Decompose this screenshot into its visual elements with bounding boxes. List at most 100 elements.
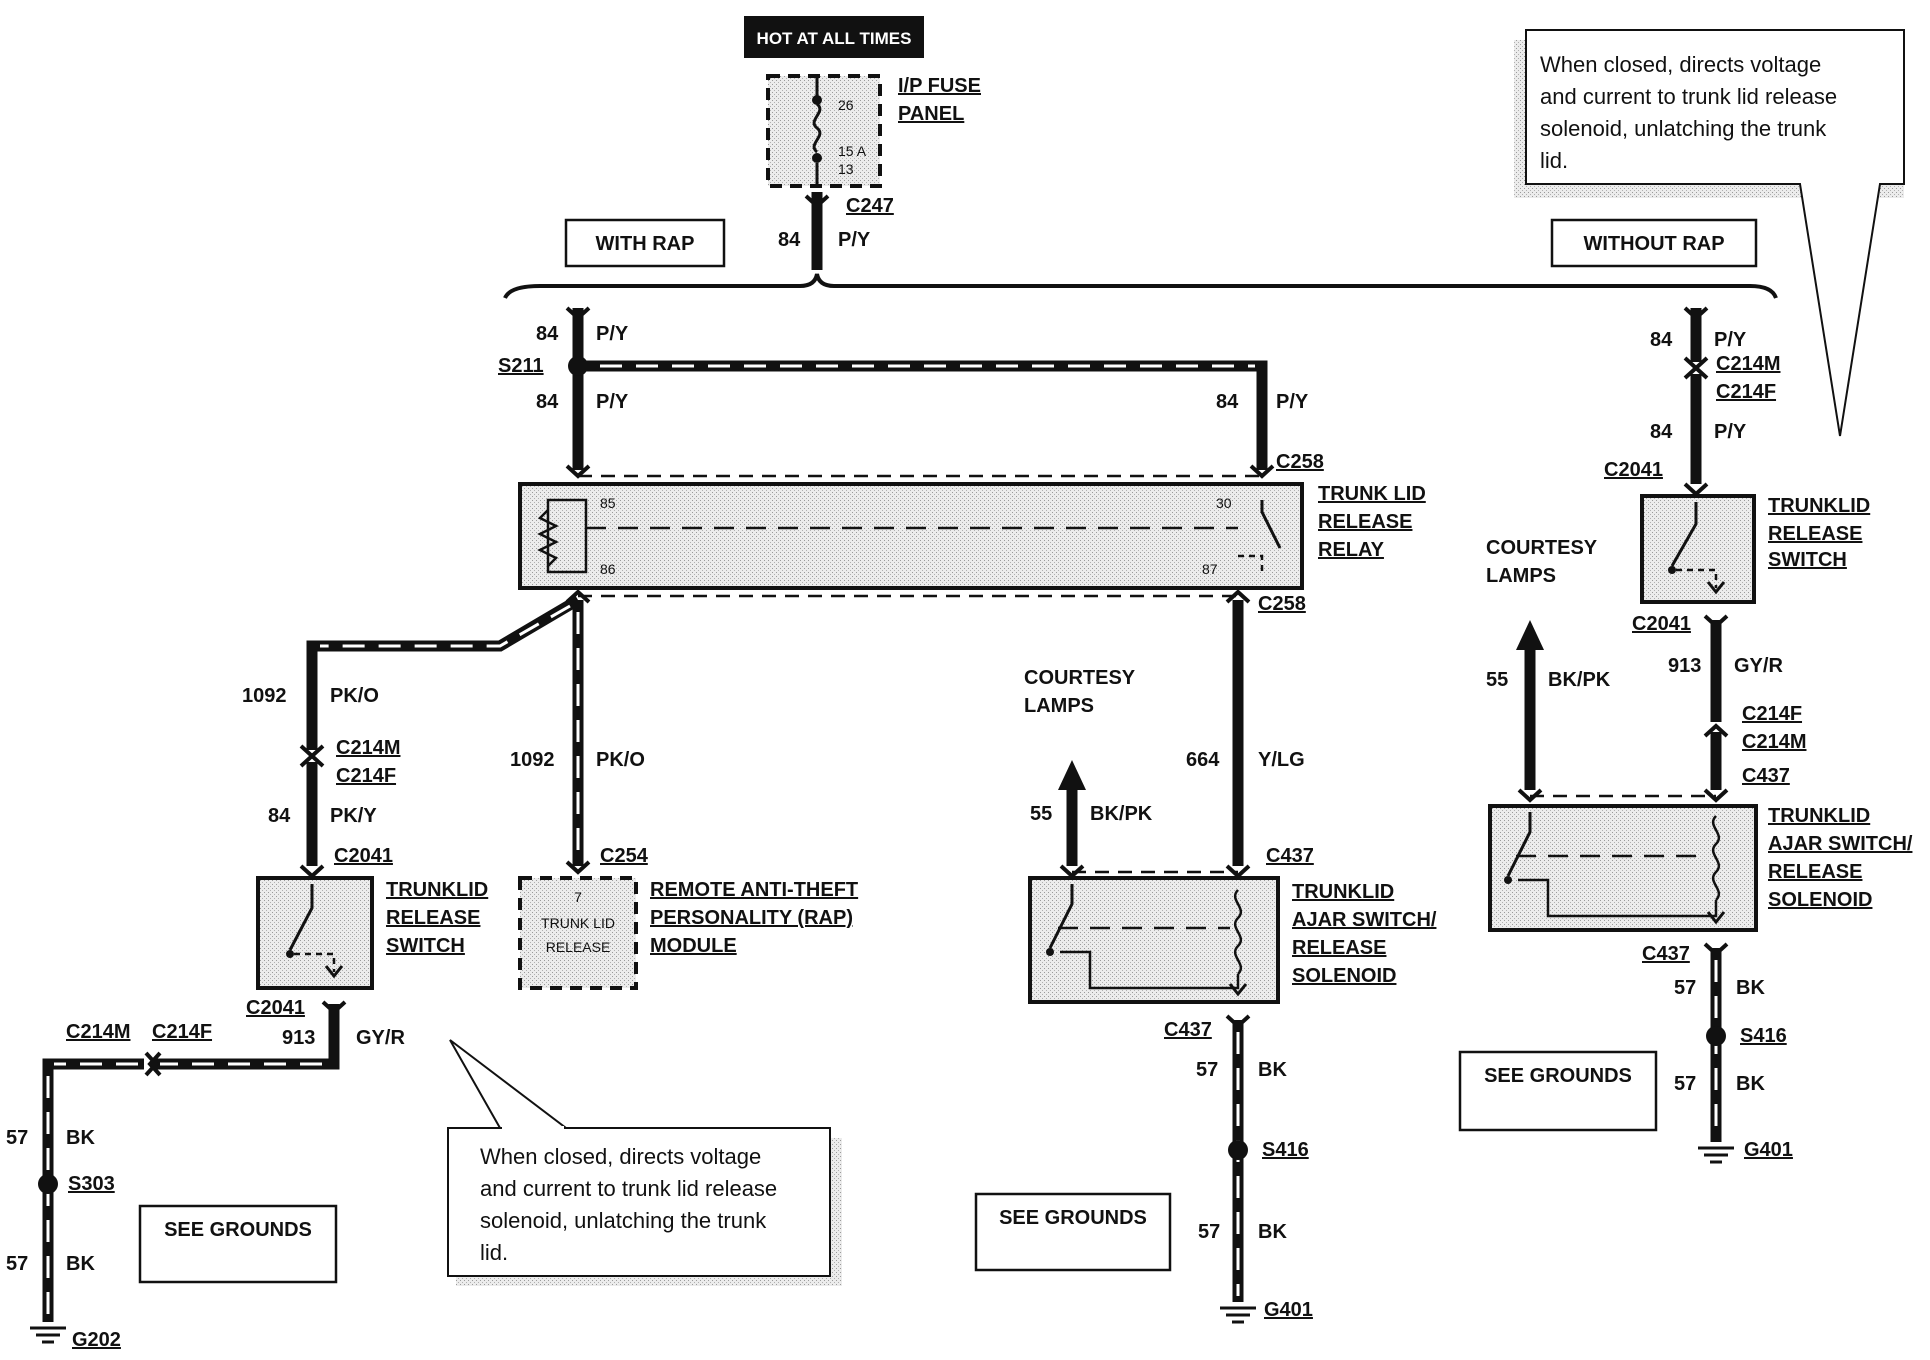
see-grounds-right[interactable]: SEE GROUNDS — [1458, 1050, 1658, 1132]
svg-text:G401: G401 — [1264, 1299, 1313, 1321]
ground-g202-icon — [30, 1326, 66, 1344]
svg-text:SOLENOID: SOLENOID — [1292, 965, 1396, 987]
svg-text:P/Y: P/Y — [838, 229, 871, 251]
svg-text:BK: BK — [1736, 1073, 1765, 1095]
svg-text:and current to trunk lid: and current to trunk lid release — [1540, 84, 1837, 109]
svg-text:BK: BK — [1736, 977, 1765, 999]
svg-text:C2041: C2041 — [334, 845, 393, 867]
trunklid-release-switch-left — [256, 876, 374, 990]
svg-text:C2041: C2041 — [1604, 459, 1663, 481]
svg-text:BK: BK — [66, 1253, 95, 1275]
svg-text:G202: G202 — [72, 1329, 121, 1351]
svg-text:84: 84 — [1216, 391, 1239, 413]
svg-text:P/Y: P/Y — [1714, 421, 1747, 443]
svg-text:C437: C437 — [1642, 943, 1690, 965]
svg-text:PK/O: PK/O — [330, 685, 379, 707]
see-grounds-left[interactable]: SEE GROUNDS — [138, 1204, 338, 1284]
trunklid-ajar-solenoid-right — [1488, 804, 1758, 932]
svg-text:S416: S416 — [1262, 1139, 1309, 1161]
svg-text:913: 913 — [282, 1027, 315, 1049]
svg-text:BK: BK — [1258, 1221, 1287, 1243]
svg-text:C214M: C214M — [1742, 731, 1806, 753]
svg-text:solenoid, unlatching the tr: solenoid, unlatching the trunk — [480, 1208, 767, 1233]
svg-text:1092: 1092 — [242, 685, 287, 707]
svg-text:S416: S416 — [1740, 1025, 1787, 1047]
svg-text:TRUNKLID: TRUNKLID — [1768, 495, 1870, 517]
svg-text:PERSONALITY (RAP): PERSONALITY (RAP) — [650, 907, 853, 929]
section-brace — [503, 273, 1778, 299]
svg-text:WITHOUT RAP: WITHOUT RAP — [1583, 233, 1724, 255]
svg-text:P/Y: P/Y — [596, 323, 629, 345]
svg-text:LAMPS: LAMPS — [1486, 565, 1556, 587]
svg-text:AJAR SWITCH/: AJAR SWITCH/ — [1768, 833, 1913, 855]
svg-text:84: 84 — [536, 323, 559, 345]
c247-label: C247 — [846, 195, 894, 217]
svg-text:TRUNK LID: TRUNK LID — [541, 915, 615, 931]
relay-name-2: RELEASE — [1318, 511, 1412, 533]
svg-text:30: 30 — [1216, 495, 1232, 511]
svg-text:RELEASE: RELEASE — [546, 939, 611, 955]
svg-text:PK/O: PK/O — [596, 749, 645, 771]
svg-text:PK/Y: PK/Y — [330, 805, 377, 827]
svg-text:MODULE: MODULE — [650, 935, 737, 957]
svg-text:13: 13 — [838, 161, 854, 177]
svg-text:When closed, directs voltag: When closed, directs voltage — [480, 1144, 761, 1169]
svg-text:SWITCH: SWITCH — [386, 935, 465, 957]
relay-name-3: RELAY — [1318, 539, 1385, 561]
courtesy-lamps-arrow-right-icon — [1516, 620, 1544, 650]
ground-g401-right-icon — [1698, 1146, 1734, 1164]
with-rap-box: WITH RAP — [564, 218, 726, 268]
rap-module: 7 TRUNK LID RELEASE — [518, 876, 638, 990]
svg-text:RELEASE: RELEASE — [1768, 861, 1862, 883]
see-grounds-mid[interactable]: SEE GROUNDS — [974, 1192, 1172, 1272]
splice-s303 — [38, 1174, 58, 1194]
trunklid-release-switch-right — [1640, 494, 1756, 604]
fuse-panel-name-2: PANEL — [898, 103, 964, 125]
fuse-panel-name-1: I/P FUSE — [898, 75, 981, 97]
splice-s416-mid — [1228, 1140, 1248, 1160]
relay-contact-icon — [1260, 500, 1282, 549]
svg-text:C437: C437 — [1164, 1019, 1212, 1041]
svg-text:lid.: lid. — [480, 1240, 508, 1265]
svg-text:C2041: C2041 — [1632, 613, 1691, 635]
relay-coil-icon — [537, 509, 559, 567]
svg-text:1092: 1092 — [510, 749, 555, 771]
switch-contact-icon — [288, 884, 314, 951]
svg-text:and current to trunk lid relea: and current to trunk lid release — [480, 1176, 777, 1201]
svg-text:BK: BK — [1258, 1059, 1287, 1081]
svg-text:C214M: C214M — [1716, 353, 1780, 375]
svg-text:84: 84 — [778, 229, 801, 251]
svg-text:GY/R: GY/R — [356, 1027, 405, 1049]
without-rap-box: WITHOUT RAP — [1550, 218, 1758, 268]
svg-text:COURTESY: COURTESY — [1024, 667, 1136, 689]
svg-text:57: 57 — [1196, 1059, 1218, 1081]
svg-text:84: 84 — [1650, 329, 1673, 351]
svg-text:TRUNKLID: TRUNKLID — [1768, 805, 1870, 827]
trunk-lid-release-relay: 85 86 30 87 — [518, 482, 1304, 590]
svg-text:C214F: C214F — [336, 765, 396, 787]
svg-text:RELEASE: RELEASE — [1292, 937, 1386, 959]
relay-name-1: TRUNK LID — [1318, 483, 1426, 505]
splice-s416-right — [1706, 1026, 1726, 1046]
svg-text:Y/LG: Y/LG — [1258, 749, 1305, 771]
svg-text:664: 664 — [1186, 749, 1220, 771]
svg-text:REMOTE ANTI-THEFT: REMOTE ANTI-THEFT — [650, 879, 858, 901]
svg-text:55: 55 — [1486, 669, 1508, 691]
svg-text:57: 57 — [6, 1253, 28, 1275]
svg-text:AJAR SWITCH/: AJAR SWITCH/ — [1292, 909, 1437, 931]
svg-text:C258: C258 — [1276, 451, 1324, 473]
svg-text:P/Y: P/Y — [596, 391, 629, 413]
svg-text:S211: S211 — [498, 355, 544, 377]
svg-text:HOT AT ALL TIMES: HOT AT ALL TIMES — [757, 29, 912, 48]
svg-text:P/Y: P/Y — [1714, 329, 1747, 351]
svg-text:15 A: 15 A — [838, 143, 867, 159]
svg-text:84: 84 — [268, 805, 291, 827]
note-callout-left: When closed, directs voltage and current… — [447, 1039, 842, 1286]
svg-text:C214M: C214M — [66, 1021, 130, 1043]
svg-text:57: 57 — [1674, 977, 1696, 999]
svg-text:RELEASE: RELEASE — [1768, 523, 1862, 545]
svg-text:84: 84 — [1650, 421, 1673, 443]
svg-text:S303: S303 — [68, 1173, 115, 1195]
svg-text:87: 87 — [1202, 561, 1218, 577]
